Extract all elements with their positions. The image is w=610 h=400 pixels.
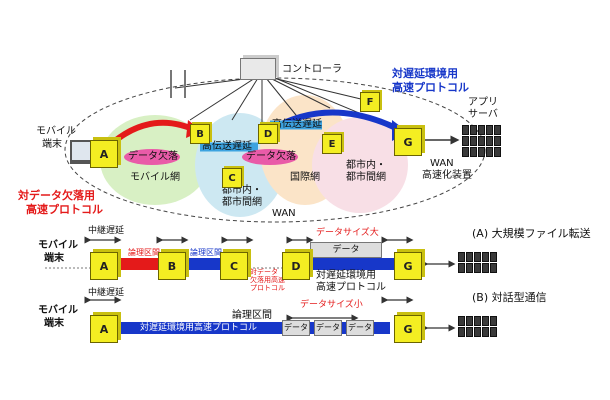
row-a-blue-band-1	[175, 258, 220, 270]
row-a-server-icon	[458, 252, 497, 273]
row-a-logical-2: 論理区間	[190, 248, 222, 257]
row-b-server-icon	[458, 316, 497, 337]
row-a-data-block: データ	[310, 242, 382, 258]
app-server-icon	[462, 125, 501, 157]
node-e: E	[322, 134, 342, 154]
app-server-label-2: サーバ	[468, 109, 498, 120]
antenna-tower-icon	[170, 70, 186, 98]
node-g: G	[394, 128, 422, 156]
row-a-protocol-2: 高速プロトコル	[316, 282, 386, 293]
row-a-red-band-1	[110, 258, 165, 270]
metro-right-label-2: 都市間網	[346, 172, 386, 183]
metro-right-label-1: 都市内・	[346, 160, 386, 171]
row-b-data-3: データ	[346, 320, 374, 336]
controller-box	[240, 58, 276, 80]
row-b-relay: 中継遅延	[88, 288, 125, 298]
data-loss-bubble-1	[124, 149, 180, 165]
row-a-data-size-large: データサイズ大	[316, 228, 379, 238]
controller-label: コントローラ	[282, 64, 342, 75]
row-a-data-loss-1: 対データ	[250, 268, 278, 276]
row-a-node-a: A	[90, 252, 118, 280]
node-d: D	[258, 124, 278, 144]
row-a-terminal-1: モバイル	[38, 240, 78, 251]
row-a-caption: (A) 大規模ファイル転送	[472, 227, 591, 240]
row-a-data-loss-3: プロトコル	[250, 284, 285, 292]
data-loss-label-1: データ欠落	[128, 151, 178, 162]
data-loss-protocol-arrow	[108, 119, 197, 148]
row-b-caption: (B) 対話型通信	[472, 291, 547, 304]
row-b-logical: 論理区間	[232, 310, 272, 321]
row-a-protocol-1: 対遅延環境用	[316, 270, 376, 281]
intl-net-label: 国際網	[290, 172, 320, 183]
metro-left-label-2: 都市間網	[222, 197, 262, 208]
row-a-blue-band-2	[300, 258, 395, 270]
row-b-node-a: A	[90, 315, 118, 343]
node-a: A	[90, 140, 118, 168]
high-latency-label-2: 高伝送遅延	[272, 119, 322, 130]
row-b-protocol: 対遅延環境用高速プロトコル	[140, 323, 258, 333]
wan-accel-label-2: 高速化装置	[422, 170, 472, 181]
row-b-data-1: データ	[282, 320, 310, 336]
node-c: C	[222, 168, 242, 188]
app-server-label-1: アプリ	[468, 97, 498, 108]
row-b-terminal-1: モバイル	[38, 305, 78, 316]
wan-accel-label-1: WAN	[430, 158, 454, 169]
row-b-data-size-small: データサイズ小	[300, 300, 363, 310]
node-f: F	[360, 92, 380, 112]
row-a-node-c: C	[220, 252, 248, 280]
row-b-node-g: G	[394, 315, 422, 343]
mobile-net-label: モバイル網	[130, 172, 180, 183]
row-a-terminal-2: 端末	[44, 253, 64, 264]
wan-dashed-ellipse	[64, 77, 486, 223]
low-latency-protocol-title-2: 高速プロトコル	[392, 81, 469, 94]
wan-label: WAN	[272, 208, 296, 219]
row-a-data-loss-2: 欠落用高速	[250, 276, 285, 284]
row-b-data-2: データ	[314, 320, 342, 336]
row-a-node-g: G	[394, 252, 422, 280]
data-loss-label-2: データ欠落	[246, 151, 296, 162]
low-latency-protocol-title-1: 対遅延環境用	[392, 67, 458, 80]
mobile-terminal-label-2: 端末	[42, 139, 62, 150]
metro-left-label-1: 都市内・	[222, 185, 262, 196]
row-a-node-d: D	[282, 252, 310, 280]
node-b: B	[190, 124, 210, 144]
data-loss-protocol-title-2: 高速プロトコル	[26, 203, 103, 216]
mobile-terminal-label-1: モバイル	[36, 126, 76, 137]
row-a-relay: 中継遅延	[88, 226, 125, 236]
row-a-logical-1: 論理区間	[128, 248, 160, 257]
high-latency-label-1: 高伝送遅延	[202, 141, 252, 152]
data-loss-bubble-2	[242, 149, 298, 165]
row-b-terminal-2: 端末	[44, 318, 64, 329]
row-a-node-b: B	[158, 252, 186, 280]
data-loss-protocol-title-1: 対データ欠落用	[18, 189, 95, 202]
